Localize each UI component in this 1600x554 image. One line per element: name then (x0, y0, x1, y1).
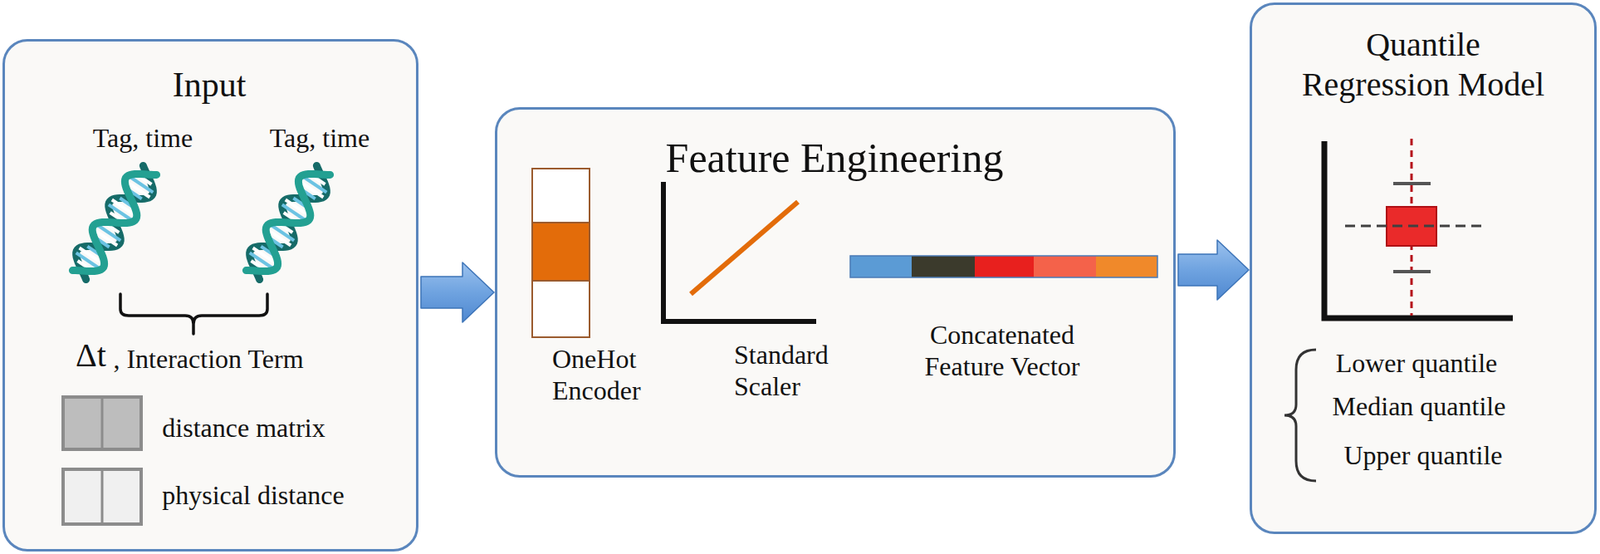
text-label: Tag, time (269, 122, 372, 154)
stage-panel: InputTag, time Tag, timeΔt, Interaction T… (2, 39, 419, 552)
text-label: Upper quantile (1342, 439, 1504, 471)
vector-segment (1096, 255, 1158, 278)
legend-text: physical distance (161, 479, 346, 511)
text-label: , Interaction Term (112, 342, 305, 375)
legend-text: distance matrix (161, 411, 327, 444)
scaler-axes (663, 181, 817, 322)
text-label: Tag, time (92, 122, 195, 154)
text-label: Concatenated Feature Vector (924, 318, 1081, 382)
whisker-cap (1393, 181, 1431, 186)
legend-swatch (61, 395, 143, 451)
swatch-divider (101, 469, 104, 524)
onehot-vector (532, 168, 590, 338)
dna-helices (72, 166, 330, 280)
text-label: OneHot Encoder (552, 342, 571, 407)
flow-arrow (1178, 239, 1249, 300)
median-line (1345, 225, 1486, 228)
dna-strand (245, 174, 330, 272)
text-label: Median quantile (1331, 390, 1508, 422)
stage-panel: Feature EngineeringOneHot Encoder Standar… (494, 107, 1176, 478)
vector-segment (974, 255, 1034, 278)
whisker-cap (1393, 269, 1431, 274)
quantile-brace (1284, 349, 1317, 481)
panel-title: Input (171, 63, 248, 106)
vector-segment (850, 255, 912, 278)
swatch-fill (63, 396, 142, 450)
text-label: Lower quantile (1335, 347, 1499, 379)
flow-arrow (420, 262, 495, 323)
pair-bracket (120, 293, 268, 334)
dna-strand (72, 174, 157, 272)
stage-panel: Quantile Regression ModelLower quantileM… (1249, 2, 1597, 534)
text-label: Δt (74, 335, 108, 376)
vector-outline (850, 255, 1158, 278)
panel-title: Feature Engineering (665, 132, 1005, 183)
text-label: Standard Scaler (733, 338, 753, 402)
scaler-line (690, 201, 798, 294)
legend-swatch (61, 467, 143, 526)
vector-segment (1033, 255, 1097, 278)
onehot-active-cell (532, 222, 590, 281)
vector-segment (911, 255, 975, 278)
swatch-divider (101, 396, 104, 450)
chart-axes (1324, 141, 1513, 319)
swatch-fill (63, 469, 142, 524)
panel-title: Quantile Regression Model (1301, 24, 1546, 105)
